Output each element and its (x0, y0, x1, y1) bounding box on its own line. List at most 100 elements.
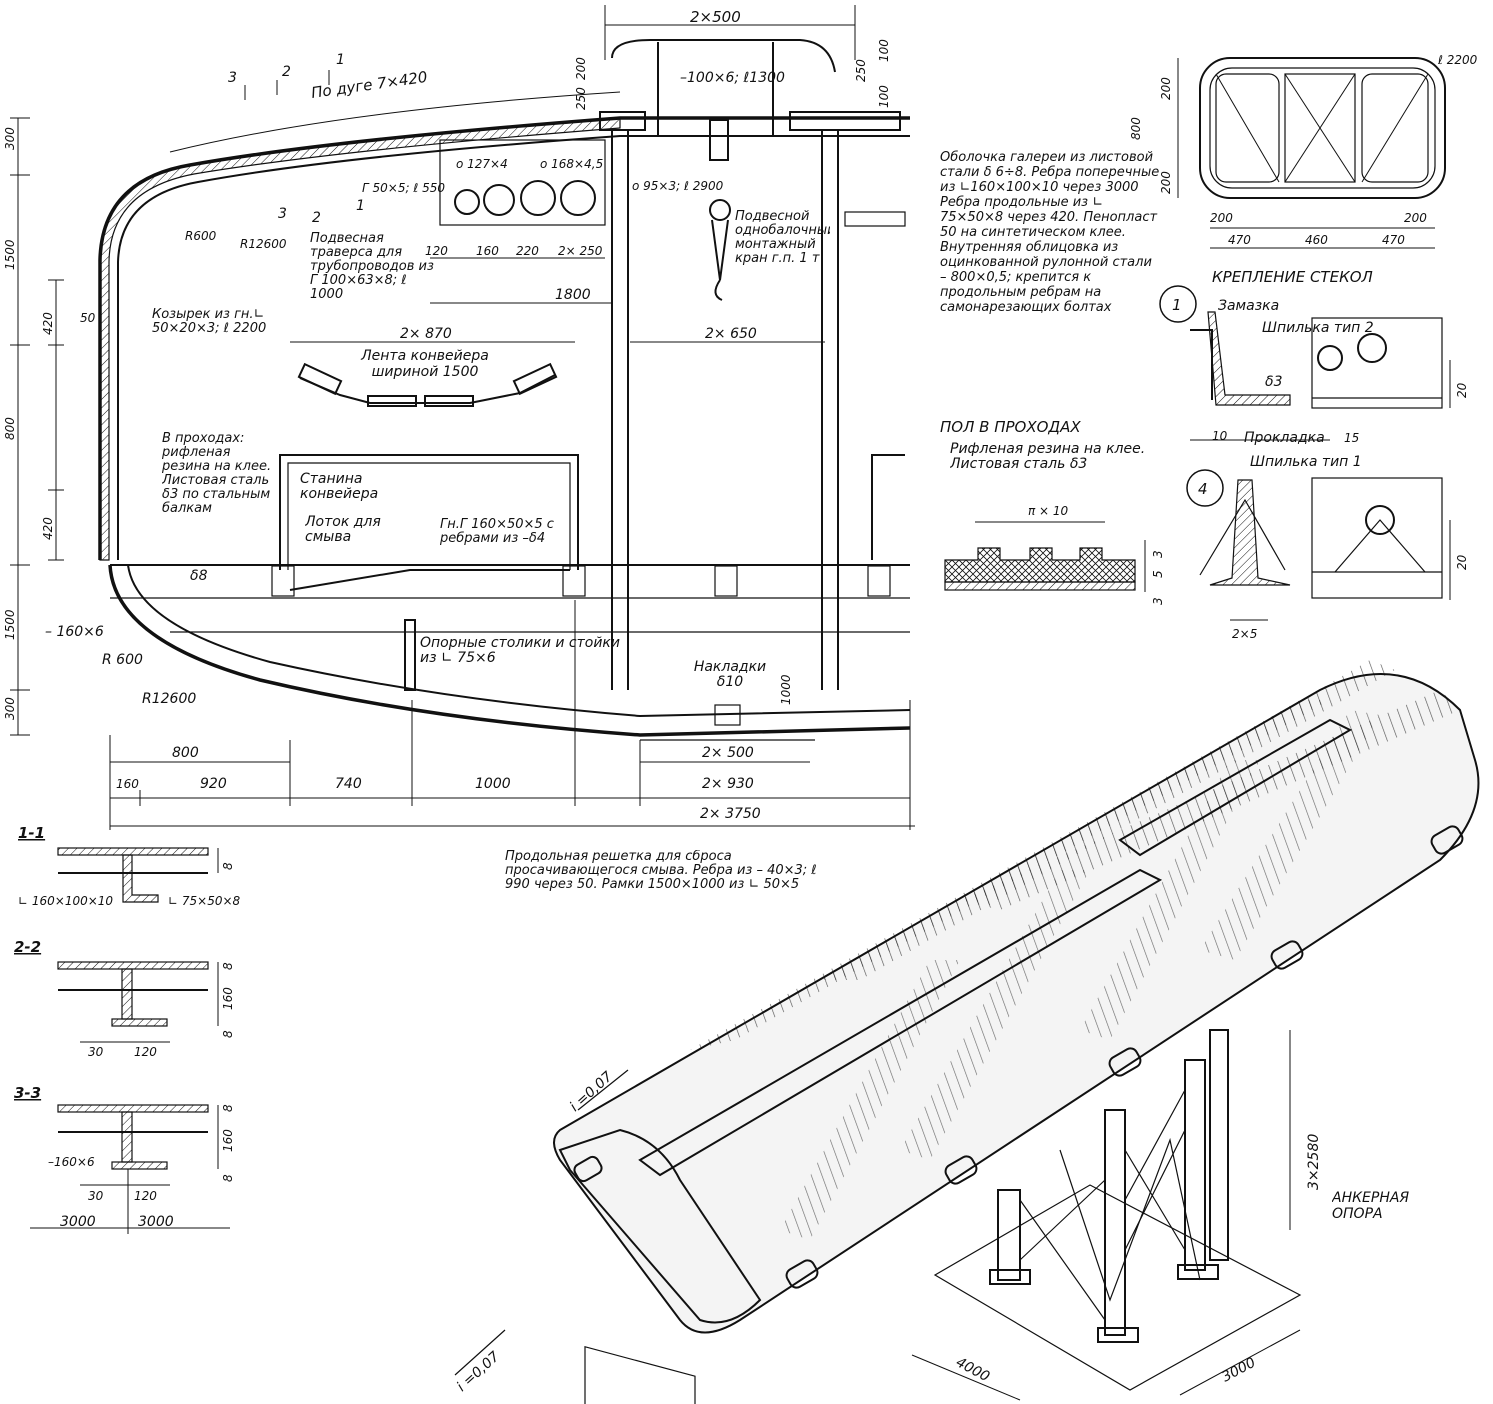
frame-note: Станина конвейера (300, 472, 379, 502)
svg-text:160: 160 (221, 1129, 235, 1152)
svg-text:740: 740 (335, 776, 362, 792)
svg-text:3×2580: 3×2580 (1306, 1134, 1322, 1190)
svg-text:800: 800 (172, 745, 199, 761)
svg-text:2: 2 (282, 64, 291, 80)
shell-note: Оболочка галереи из листовой стали δ 6÷8… (940, 150, 1160, 315)
svg-text:200: 200 (1210, 211, 1233, 225)
svg-text:250: 250 (574, 87, 588, 110)
isometric-gallery (454, 660, 1480, 1404)
svg-text:i =0,07: i =0,07 (454, 1349, 503, 1395)
svg-text:4: 4 (1198, 480, 1208, 498)
svg-text:ο 127×4: ο 127×4 (456, 157, 508, 171)
svg-text:800: 800 (1129, 117, 1143, 140)
svg-text:2× 870: 2× 870 (400, 326, 452, 342)
floor-labels: ПОЛ В ПРОХОДАХ Рифленая резина на клее. … (940, 418, 1165, 605)
arc-dim: По дуге 7×420 (310, 68, 428, 102)
tray-note: Лоток для смыва (305, 515, 381, 545)
svg-text:1: 1 (336, 52, 345, 68)
svg-text:8: 8 (221, 1174, 235, 1182)
svg-text:2× 930: 2× 930 (702, 776, 754, 792)
svg-text:R12600: R12600 (142, 691, 196, 707)
svg-text:2× 500: 2× 500 (702, 745, 754, 761)
svg-text:3: 3 (1151, 597, 1165, 605)
crane-note: Подвесной однобалочный монтажный кран г.… (735, 210, 830, 266)
svg-text:Прокладка: Прокладка (1244, 430, 1325, 446)
section-1-1-title: 1-1 (18, 824, 45, 842)
section-3-3 (30, 1104, 230, 1234)
svg-text:1500: 1500 (3, 609, 17, 640)
svg-text:∟ 75×50×8: ∟ 75×50×8 (168, 894, 241, 908)
svg-text:ο 95×3; ℓ 2900: ο 95×3; ℓ 2900 (632, 179, 724, 193)
svg-text:200: 200 (574, 57, 588, 80)
pads-note: Накладки δ10 (693, 660, 767, 690)
svg-text:8: 8 (221, 862, 235, 870)
dim-top-2x500: 2×500 (690, 8, 741, 26)
svg-text:8: 8 (221, 1030, 235, 1038)
svg-text:200: 200 (1404, 211, 1427, 225)
hanger-label: –100×6; ℓ1300 (680, 70, 785, 86)
floor-title: ПОЛ В ПРОХОДАХ (940, 418, 1081, 436)
svg-text:50: 50 (80, 311, 96, 325)
svg-text:100: 100 (877, 85, 891, 108)
svg-text:470: 470 (1228, 233, 1251, 247)
svg-text:10: 10 (1212, 429, 1228, 443)
svg-text:8: 8 (221, 1104, 235, 1112)
floor-detail (944, 521, 1146, 592)
svg-text:Шпилька тип 2: Шпилька тип 2 (1262, 320, 1374, 336)
svg-text:2: 2 (312, 210, 321, 226)
svg-text:220: 220 (516, 244, 539, 258)
svg-text:∟ 160×100×10: ∟ 160×100×10 (18, 894, 113, 908)
svg-text:ο 168×4,5: ο 168×4,5 (540, 157, 603, 171)
svg-text:160: 160 (476, 244, 499, 258)
supports-note: Опорные столики и стойки из ∟ 75×6 (420, 636, 620, 666)
canopy-note: Козырек из гн.∟ 50×20×3; ℓ 2200 (152, 308, 267, 336)
grate-note: Продольная решетка для сброса просачиваю… (505, 850, 817, 892)
window-elevation (1177, 57, 1446, 249)
svg-text:160: 160 (221, 987, 235, 1010)
section-1-1 (57, 847, 219, 903)
svg-text:100: 100 (877, 39, 891, 62)
section-2-2 (57, 961, 219, 1043)
svg-text:1000: 1000 (779, 674, 793, 705)
glass-fix-detail-1 (1159, 285, 1451, 441)
channel-note: Гн.Г 160×50×5 с ребрами из –δ4 (440, 518, 554, 546)
svg-text:460: 460 (1305, 233, 1328, 247)
svg-text:1: 1 (356, 198, 365, 214)
svg-text:ℓ 2200: ℓ 2200 (1437, 53, 1478, 67)
main-cross-section (10, 5, 915, 830)
floor-note: Рифленая резина на клее. Листовая сталь … (950, 442, 1146, 472)
svg-text:30: 30 (88, 1189, 104, 1203)
svg-text:8: 8 (221, 962, 235, 970)
svg-text:1: 1 (1172, 296, 1182, 314)
svg-text:20: 20 (1455, 554, 1469, 570)
svg-text:300: 300 (3, 697, 17, 720)
svg-text:800: 800 (3, 417, 17, 440)
svg-text:160: 160 (116, 777, 139, 791)
svg-text:π × 10: π × 10 (1028, 504, 1069, 518)
section-2-2-title: 2-2 (14, 938, 41, 956)
svg-text:2× 250: 2× 250 (558, 244, 603, 258)
svg-text:20: 20 (1455, 382, 1469, 398)
svg-text:δ3: δ3 (1265, 374, 1282, 390)
svg-text:120: 120 (425, 244, 448, 258)
svg-text:30: 30 (88, 1045, 104, 1059)
svg-text:3000: 3000 (60, 1214, 96, 1230)
svg-text:R600: R600 (185, 229, 217, 243)
svg-text:120: 120 (134, 1189, 157, 1203)
svg-text:Замазка: Замазка (1218, 298, 1279, 314)
svg-text:200: 200 (1159, 77, 1173, 100)
glass-fix-detail-4 (1186, 469, 1451, 621)
svg-text:2×5: 2×5 (1232, 627, 1257, 641)
svg-text:200: 200 (1159, 171, 1173, 194)
svg-text:2× 650: 2× 650 (705, 326, 757, 342)
svg-text:15: 15 (1344, 431, 1359, 445)
svg-text:470: 470 (1382, 233, 1405, 247)
svg-text:420: 420 (41, 312, 55, 335)
passage-note: В проходах: рифленая резина на клее. Лис… (162, 432, 272, 516)
svg-text:– 160×6: – 160×6 (45, 624, 104, 640)
glass-fix-labels: 1 Замазка Шпилька тип 2 δ3 Прокладка 10 … (1172, 296, 1469, 641)
svg-text:3000: 3000 (138, 1214, 174, 1230)
svg-text:2× 3750: 2× 3750 (700, 806, 761, 822)
traverse-note: Подвесная траверса для трубопроводов из … (310, 232, 434, 302)
